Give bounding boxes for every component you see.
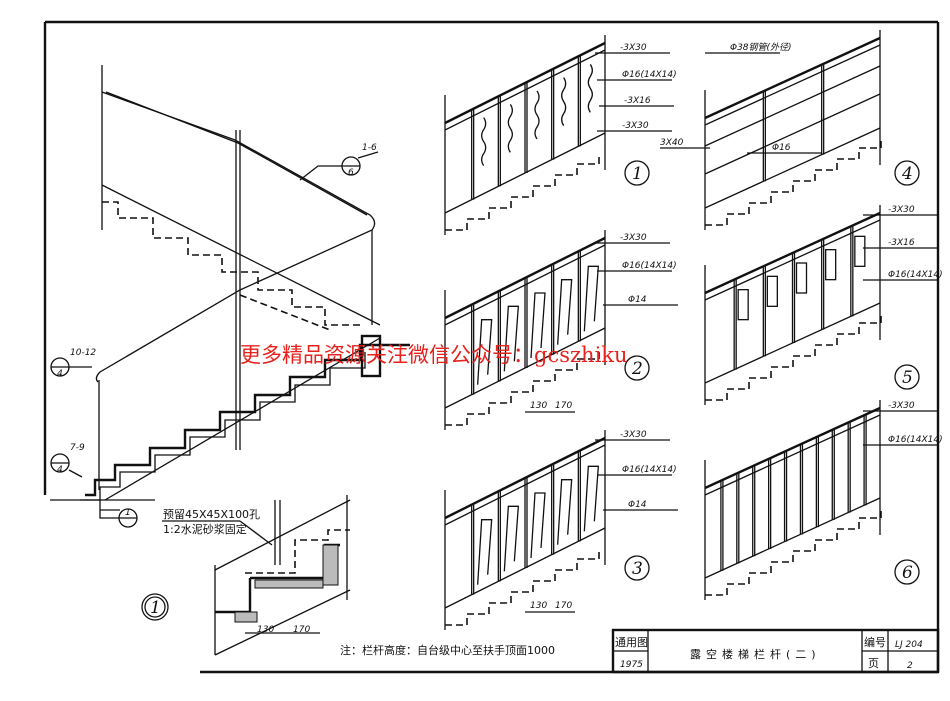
zigzag-bar [477, 519, 493, 585]
stringer [704, 497, 881, 579]
callout-low: 7-9 4 [50, 443, 85, 478]
dimension-label: -3X30 [888, 401, 915, 411]
flat-bar [795, 262, 808, 294]
code-label: 编号 [864, 635, 886, 649]
panel-number: 1 [632, 164, 643, 184]
panel-number: 2 [631, 359, 643, 379]
panel-number: 6 [902, 563, 913, 583]
handrail [704, 36, 881, 120]
wavy-bar [587, 63, 593, 113]
dimension-label: Φ16(14X14) [622, 465, 677, 475]
wavy-bar [534, 90, 540, 140]
step-dimension: 170 [555, 401, 572, 411]
post-anchor-section: 130 170 预留45X45X100孔 1:2水泥砂浆固定 [162, 495, 351, 656]
drawing-title: 露空楼梯栏杆(二) [690, 647, 821, 661]
stair-isometric-view [50, 65, 410, 511]
flat-bar [737, 289, 749, 321]
panel-6: 6 [704, 400, 920, 600]
dimension-label: Φ14 [628, 295, 647, 305]
zigzag-bar [557, 479, 573, 545]
page-number: 2 [907, 661, 913, 671]
callout-top-sheet: 6 [348, 168, 354, 178]
stringer [704, 127, 881, 209]
panel-number-badge: 6 [894, 559, 920, 585]
dimension-label: Φ14 [628, 500, 647, 510]
step-dimension: 130 [530, 601, 547, 611]
zigzag-bar [477, 319, 493, 385]
hole-note-1: 预留45X45X100孔 [163, 508, 260, 521]
series-label: 通用图 [615, 636, 648, 649]
dimension-label: -3X30 [620, 430, 647, 440]
panel-3: 3 [444, 430, 650, 630]
panel-5: 5 [704, 205, 920, 405]
dimension-label: -3X30 [620, 233, 647, 243]
flat-bar [825, 249, 837, 281]
panel-number-badge: 2 [624, 355, 650, 381]
dimension-label: Φ38钢管(外径) [730, 42, 792, 53]
dimension-label: Φ16(14X14) [622, 70, 677, 80]
panel-2: 2 [444, 230, 650, 430]
flat-bar [854, 235, 866, 267]
panel-4: 4 [704, 30, 920, 230]
dimension-label: 3X40 [660, 138, 684, 148]
callout-mid-ref: 10-12 [70, 348, 96, 358]
callout-section: 1 [99, 500, 138, 528]
callout-top-ref: 1-6 [362, 143, 377, 153]
callout-mid: 10-12 4 [50, 348, 96, 379]
callout-low-ref: 7-9 [70, 443, 85, 453]
hole-note-2: 1:2水泥砂浆固定 [163, 522, 247, 536]
callout-section-ref: 1 [125, 508, 131, 518]
dimension-label: -3X30 [622, 121, 649, 131]
drawing-code: LJ 204 [895, 640, 923, 650]
callout-mid-sheet: 4 [57, 369, 63, 379]
dimension-label: -3X16 [888, 238, 915, 248]
step-dimension: 170 [555, 601, 572, 611]
dimension-label: Φ16 [772, 143, 791, 153]
panel-number-badge: 1 [624, 160, 650, 186]
wavy-bar [561, 77, 567, 127]
dim-130: 130 [257, 625, 274, 635]
dimension-label: -3X30 [888, 205, 915, 215]
page-label: 页 [868, 657, 879, 670]
panel-number: 3 [632, 559, 643, 579]
dimension-label: Φ16(14X14) [888, 270, 943, 280]
zigzag-bar [583, 265, 600, 332]
handrail [704, 406, 881, 490]
panel-number-badge: 3 [624, 555, 650, 581]
flat-bar [766, 275, 778, 307]
horizontal-bar [704, 65, 881, 147]
zigzag-bar [557, 279, 573, 345]
dim-170: 170 [293, 625, 310, 635]
panel-number-badge: 4 [894, 160, 920, 186]
watermark: 更多精品资源关注微信公众号：gcszhiku [240, 343, 628, 367]
horizontal-bar [704, 93, 881, 175]
panel-number-badge: 5 [894, 364, 920, 390]
zigzag-bar [530, 492, 546, 559]
zigzag-bar [530, 292, 546, 359]
detail-1-label: 1 [141, 593, 169, 621]
zigzag-bar [583, 465, 600, 532]
dimension-label: -3X16 [624, 96, 651, 106]
wavy-bar [481, 117, 487, 167]
callout-low-sheet: 4 [57, 465, 63, 475]
height-note: 注：栏杆高度：自台级中心至扶手顶面1000 [340, 643, 555, 657]
step-dimension: 130 [530, 401, 547, 411]
panel-1: 1 [444, 35, 650, 235]
railing-panels: 1-3X30Φ16(14X14)-3X16-3X302-3X30Φ16(14X1… [444, 30, 943, 630]
zigzag-bar [503, 305, 520, 372]
dimension-label: Φ16(14X14) [622, 261, 677, 271]
panel-number: 4 [901, 164, 913, 184]
dimension-label: -3X30 [620, 43, 647, 53]
year: 1975 [620, 660, 643, 670]
title-block: 通用图 1975 露空楼梯栏杆(二) 编号 LJ 204 页 2 [611, 628, 940, 674]
panel-number: 5 [902, 368, 913, 388]
zigzag-bar [503, 505, 520, 572]
callout-top: 1-6 6 [299, 143, 379, 181]
dimension-label: Φ16(14X14) [888, 435, 943, 445]
wavy-bar [507, 103, 513, 153]
detail-1-number: 1 [150, 598, 161, 618]
